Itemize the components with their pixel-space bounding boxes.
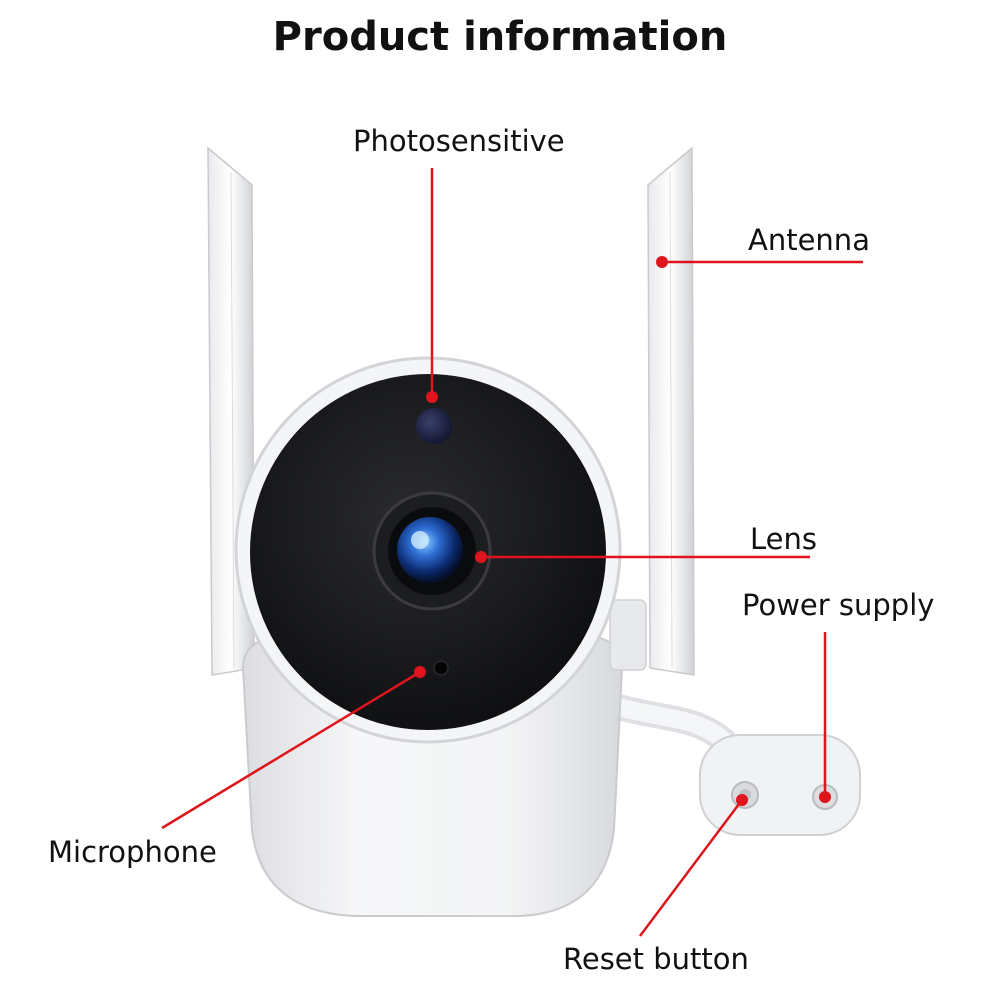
callout-line-microphone [161,670,421,830]
power-connector [699,734,861,836]
photosensitive-sensor [416,408,452,444]
label-antenna: Antenna [748,223,870,257]
callout-dot-reset [736,794,748,806]
lens-glass [397,517,463,583]
callout-dot-antenna [656,256,668,268]
callout-dot-power [819,791,831,803]
callout-line-reset [639,799,743,937]
label-reset-button: Reset button [563,942,749,976]
label-power-supply: Power supply [742,588,935,622]
callout-dot-microphone [414,666,426,678]
label-microphone: Microphone [48,835,217,869]
callout-dot-lens [475,551,487,563]
power-cable [599,692,741,758]
callout-dot-photosensitive [426,391,438,403]
label-lens: Lens [750,522,817,556]
microphone-hole [433,660,449,676]
page-title: Product information [272,14,728,60]
callout-lines [161,168,863,937]
callout-dots [414,256,831,806]
label-photosensitive: Photosensitive [353,124,565,158]
right-antenna [647,146,695,676]
camera-head [234,356,622,744]
